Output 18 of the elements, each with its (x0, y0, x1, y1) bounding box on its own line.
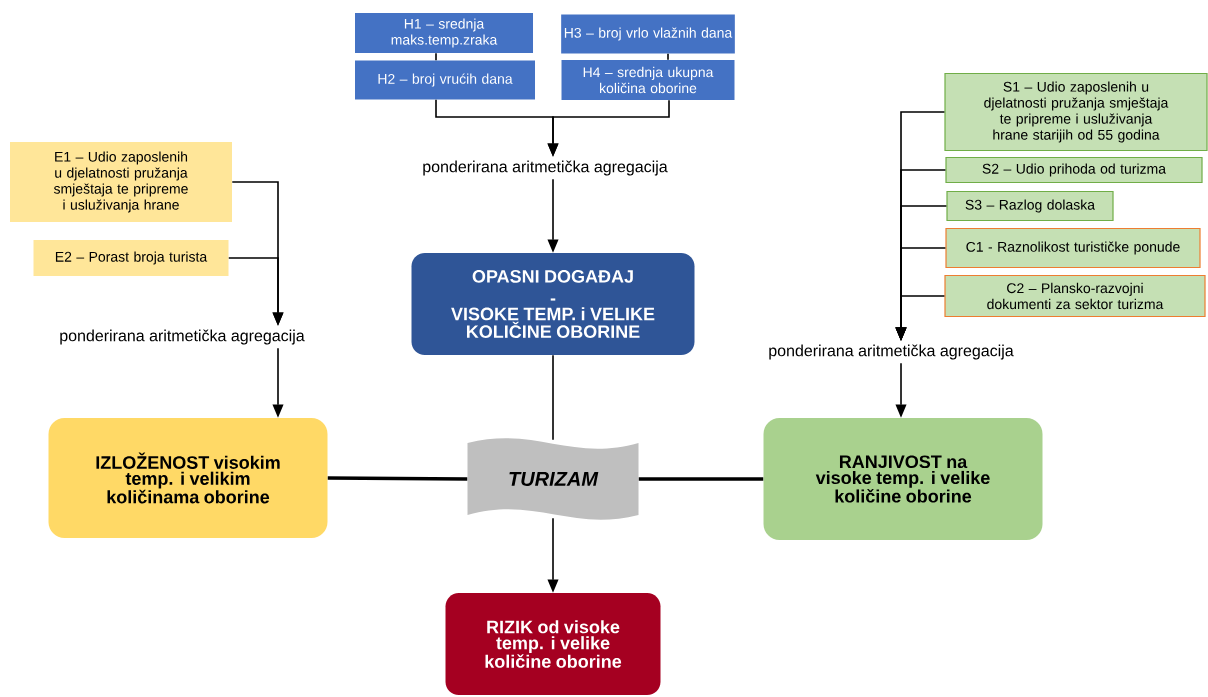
aggregation-text: ponderirana aritmetička agregacija (60, 329, 305, 345)
aggregation-text: ponderirana aritmetička agregacija (423, 160, 668, 176)
indicator-box: H2 – broj vrućih dana (355, 60, 535, 100)
indicator-box: S1 – Udio zaposlenih u djelatnosti pružanja smještaja te pripreme i usluživanja hrane starijih od 55 godina (944, 72, 1208, 152)
indicator-box: H4 – srednja ukupna količina oborine (561, 60, 735, 100)
indicator-box: C1 - Raznolikost turističke ponude (945, 227, 1201, 269)
indicator-box: C2 – Plansko-razvojni dokumenti za sektor turizma (944, 274, 1206, 318)
indicator-box: S2 – Udio prihoda od turizma (945, 156, 1203, 184)
indicator-box: H3 – broj vrlo vlažnih dana (561, 14, 735, 54)
indicator-box: E2 – Porast broja turista (33, 240, 229, 276)
vulnerability-box: RANJIVOST na visoke temp. i velike količine oborine (763, 418, 1043, 540)
indicator-box: E1 – Udio zaposlenih u djelatnosti pružanja smještaja te pripreme i usluživanja hrane (10, 142, 232, 222)
hazard-box: OPASNI DOGAĐAJ - VISOKE TEMP. i VELIKE KOLIČINE OBORINE (411, 253, 695, 355)
exposure-box: IZLOŽENOST visokim temp. i velikim količinama oborine (48, 418, 328, 538)
indicator-box: H1 – srednja maks.temp.zraka (355, 13, 533, 53)
aggregation-text: ponderirana aritmetička agregacija (769, 344, 1014, 360)
risk-box: RIZIK od visoke temp. i velike količine oborine (445, 593, 661, 695)
indicator-box: S3 – Razlog dolaska (946, 190, 1114, 222)
